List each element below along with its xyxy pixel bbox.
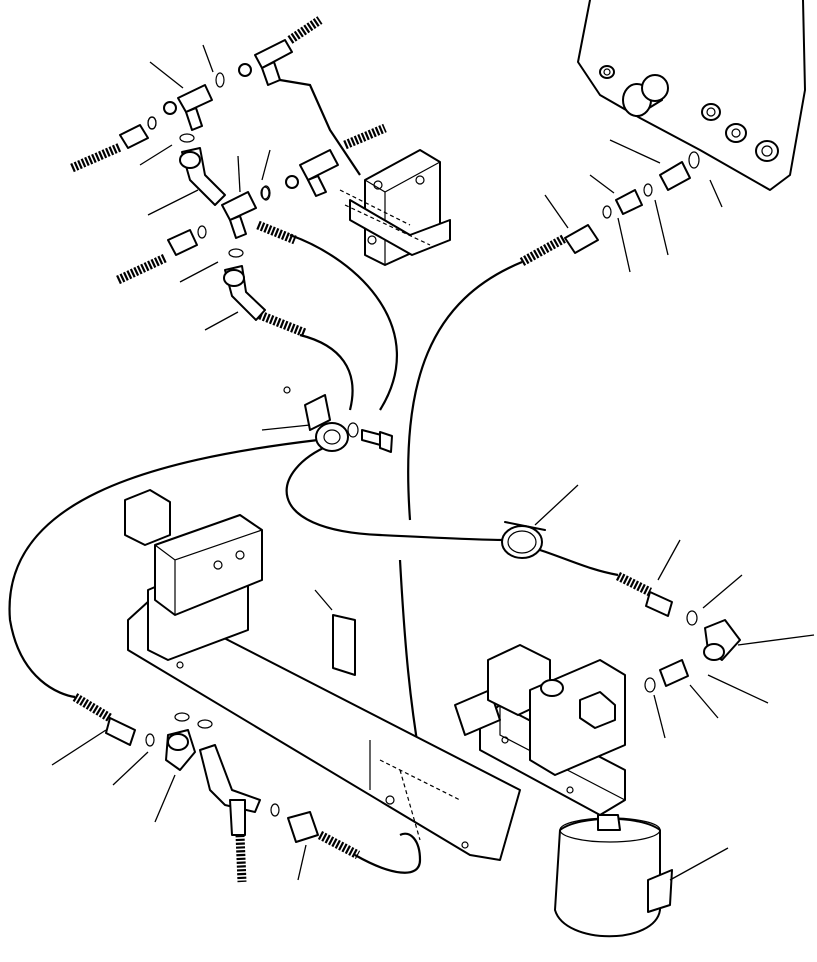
solenoid-valve-left [124, 489, 263, 661]
tee-fitting-middle [221, 186, 270, 239]
connector-fitting-lower-2 [287, 811, 319, 843]
connector-fitting-right-4 [645, 591, 673, 617]
panel-nut-3 [755, 140, 779, 162]
panel-cap [622, 74, 669, 117]
o-rings [145, 72, 700, 817]
connector-fitting-right-5 [659, 659, 689, 687]
connector-fitting-1 [119, 116, 157, 149]
connector-fitting-lower-1 [105, 717, 136, 746]
connector-fitting-2 [167, 225, 207, 256]
panel-nut-1 [701, 103, 721, 121]
hose-clamp [501, 521, 546, 559]
tee-fitting-bracket [285, 149, 339, 197]
hose-end-braids [70, 16, 653, 883]
decal [332, 614, 356, 676]
connector-fitting-right-2 [615, 189, 643, 215]
panel-nut-2 [725, 123, 747, 143]
panel-plug [599, 65, 615, 79]
accumulator [554, 814, 673, 938]
elbow-fitting-right [703, 619, 741, 661]
elbow-fitting-lower [165, 729, 196, 771]
connector-fitting-right-1 [564, 224, 599, 254]
clamp-bracket [283, 386, 359, 452]
solenoid-valve-right [487, 644, 626, 776]
bolt [361, 429, 393, 453]
hose-lines [8, 76, 619, 874]
elbow-fitting-2 [223, 265, 266, 321]
tee-fitting-top-left [163, 84, 213, 131]
frame-panel [577, 0, 806, 191]
elbow-fitting-1 [179, 147, 226, 206]
tee-fitting-top-right [238, 39, 293, 86]
connector-fitting-right-3 [659, 161, 691, 191]
callout-leaders [51, 44, 815, 881]
mounting-bracket-top [339, 149, 451, 266]
tee-fitting-lower [199, 744, 261, 836]
